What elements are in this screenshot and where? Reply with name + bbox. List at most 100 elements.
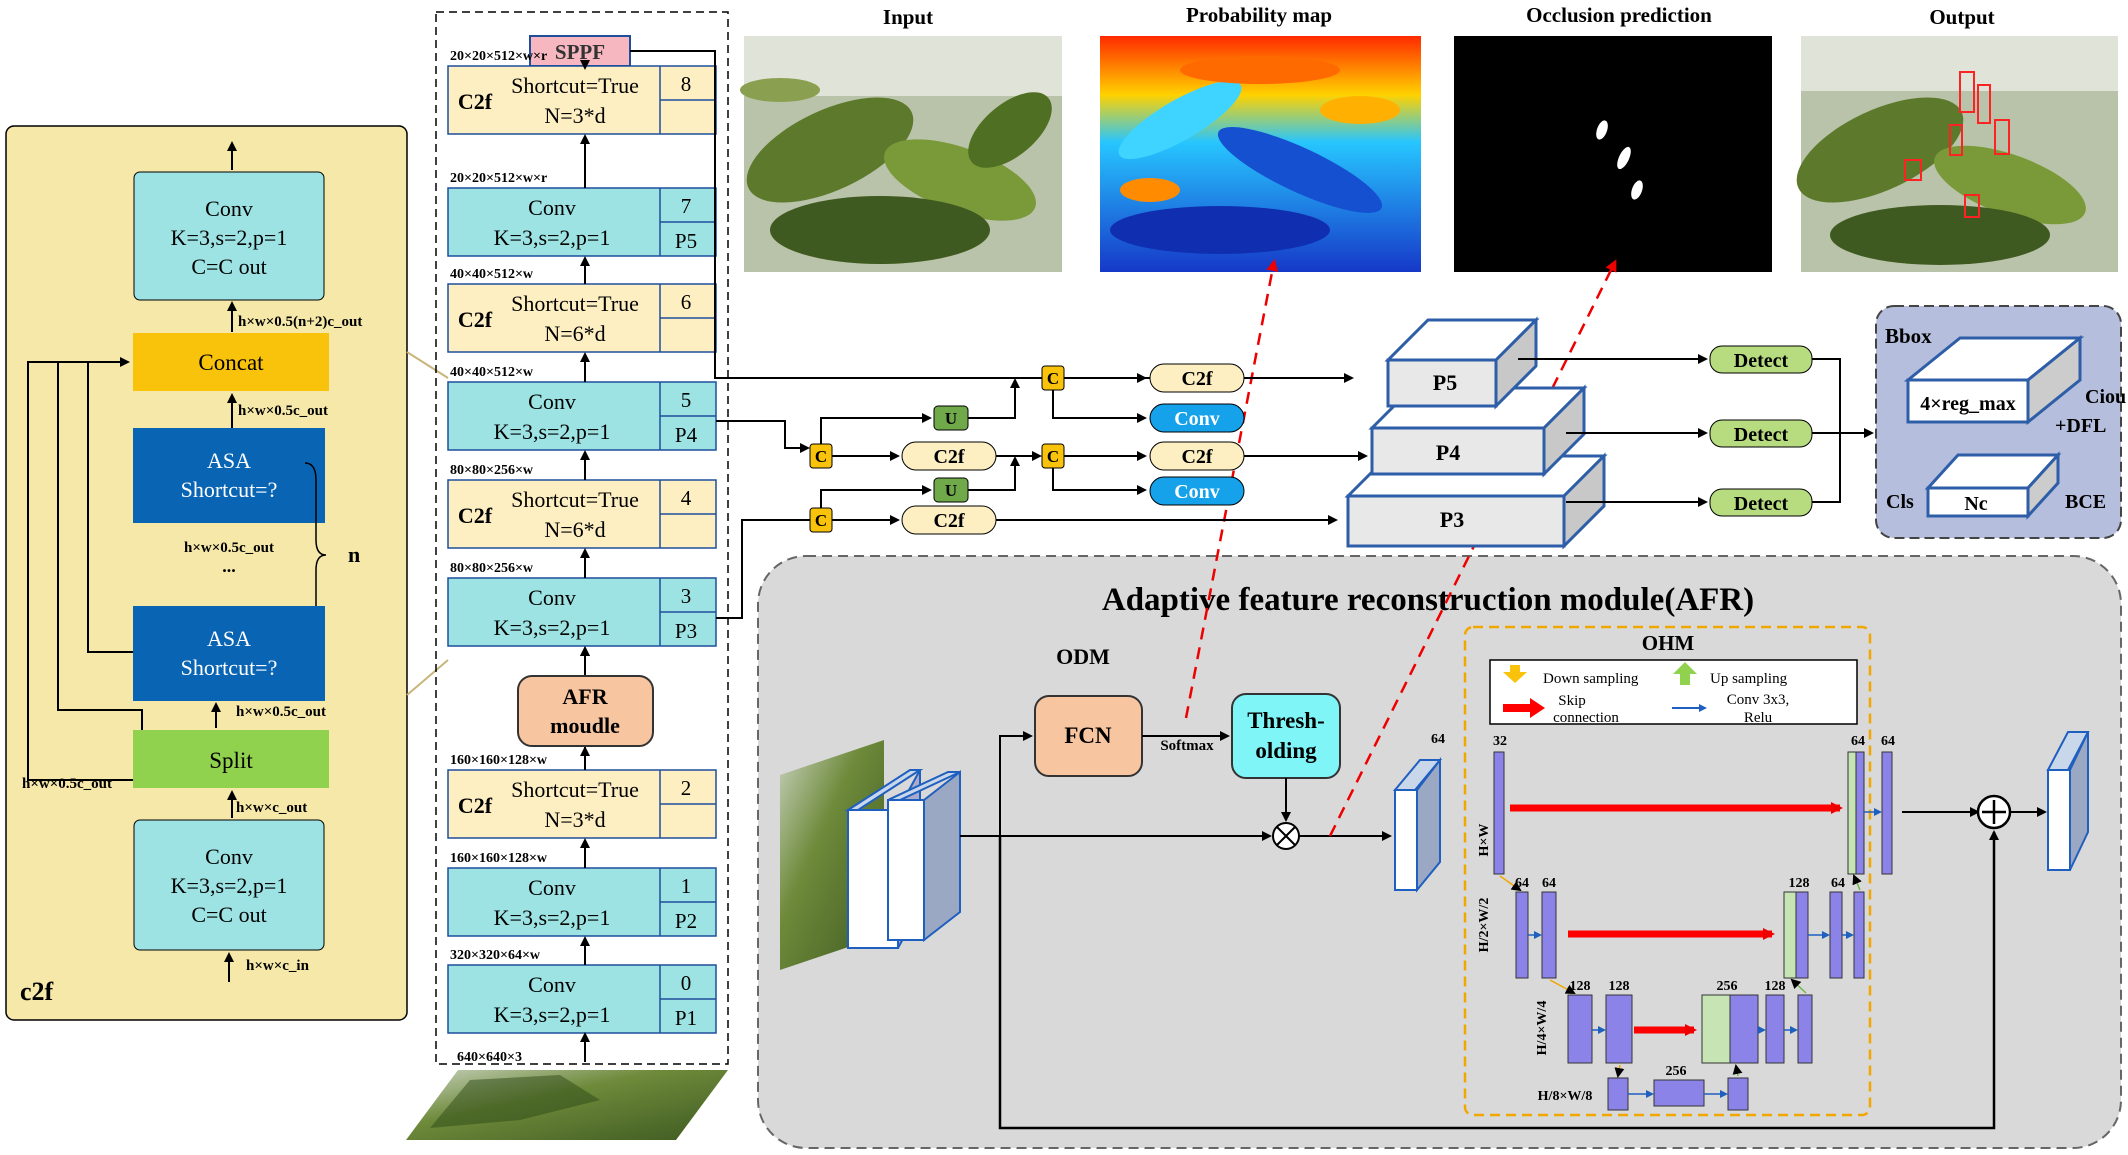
c2-to-u-arrow <box>820 413 932 444</box>
detect-2-label: Detect <box>1734 424 1789 446</box>
skip-connection-icon <box>1503 698 1545 718</box>
input-to-fcn-arrow <box>999 731 1033 838</box>
legend-up: Up sampling <box>1710 671 1788 687</box>
c2f-conv-bottom-l3: C=C out <box>191 902 266 927</box>
c2f-n-label: n <box>348 542 360 567</box>
thresh-l2: olding <box>1255 738 1317 763</box>
legend-conv-l2: Relu <box>1744 710 1773 726</box>
dfl-label: +DFL <box>2055 415 2106 437</box>
afr-module-box <box>517 675 654 747</box>
zoom-line-bottom <box>406 659 449 696</box>
c2f-label-split-out: h×w×0.5c_out <box>236 704 326 720</box>
neck-conv-1 <box>1149 403 1245 433</box>
c2f-asa-bottom-l1: ASA <box>207 626 251 651</box>
ch-64d: 64 <box>1851 734 1865 749</box>
bbox-cube-side <box>2026 334 2082 426</box>
stack-line-8-1: N=3*d <box>544 103 605 128</box>
c2f-conv-bottom <box>133 819 325 951</box>
u1-to-c1-arrow <box>968 378 1020 419</box>
feature-pyramid <box>1344 316 1608 550</box>
bbox-cube-front <box>1906 378 2030 424</box>
afr-mid-feature-cube <box>1392 757 1443 893</box>
c2f-label-top: h×w×0.5(n+2)c_out <box>238 314 362 330</box>
ch-256: 256 <box>1717 979 1738 994</box>
afr-input-feature-cube <box>844 769 961 949</box>
cls-cube-side <box>2026 451 2060 520</box>
c2f-label-input: h×w×c_in <box>246 958 310 974</box>
unet-l4-block-a <box>1607 1077 1629 1111</box>
stack-name-4: C2f <box>458 503 493 528</box>
unet-down-2 <box>1549 979 1576 994</box>
dim-hw8: H/8×W/8 <box>1538 1089 1593 1104</box>
c2f-panel: c2f Conv K=3,s=2,p=1 C=C out h×w×0.5(n+2… <box>5 125 408 1021</box>
neck-c2f-2-label: C2f <box>933 446 964 468</box>
stack-line-6-0: Shortcut=True <box>511 291 639 316</box>
unet-blocks <box>1493 751 1893 1111</box>
residual-line <box>998 830 1999 1130</box>
output-image <box>1796 36 2118 272</box>
stack-name-5: Conv <box>528 389 576 414</box>
neck-c2f-1-label: C2f <box>1181 368 1212 390</box>
unet-l3-block-b <box>1605 994 1633 1064</box>
multiply-icon <box>1272 822 1300 850</box>
unet-up-1 <box>1732 1064 1743 1077</box>
stack-size-label-7: 20×20×512×w×r <box>450 171 547 186</box>
stack-name-3: Conv <box>528 585 576 610</box>
ohm-frame <box>1463 625 1872 1117</box>
stack-line-5: K=3,s=2,p=1 <box>494 419 611 444</box>
c1-to-conv-arrow <box>1052 390 1147 423</box>
unet-d2-block-c <box>1853 891 1865 979</box>
input-image <box>740 36 1062 272</box>
stack-line-4-1: N=6*d <box>544 517 605 542</box>
ch-256b: 256 <box>1666 1064 1687 1079</box>
sppf-label: SPPF <box>555 40 605 64</box>
sppf-line <box>630 50 1045 379</box>
ch-64c: 64 <box>1831 876 1845 891</box>
bbox-label: Bbox <box>1885 324 1932 348</box>
c2f-concat <box>133 333 329 391</box>
c2f-label-split-left: h×w×0.5c_out <box>22 776 112 792</box>
unet-up-2 <box>1790 978 1807 994</box>
unet-d1-block-a <box>1855 751 1865 875</box>
c2f-conv-top <box>133 171 325 301</box>
stack-line-6-1: N=6*d <box>544 321 605 346</box>
stack-size-label-4: 80×80×256×w <box>450 463 534 478</box>
c2f-title: c2f <box>20 977 54 1006</box>
ch-128b: 128 <box>1609 979 1630 994</box>
bce-label: BCE <box>2065 491 2106 513</box>
c2f-label-concat-in: h×w×0.5c_out <box>238 403 328 419</box>
stack-size-label-0: 320×320×64×w <box>450 948 541 963</box>
softmax-label: Softmax <box>1160 738 1214 754</box>
unet-d1-concat-green <box>1847 751 1857 875</box>
unet-d3-block-c <box>1797 994 1813 1064</box>
neck-c2f-1 <box>1149 363 1245 393</box>
c2f-conv-top-l3: C=C out <box>191 254 266 279</box>
stack-line-0: K=3,s=2,p=1 <box>494 1002 611 1027</box>
stack-size-label-1: 160×160×128×w <box>450 851 548 866</box>
stack-name-0: Conv <box>528 972 576 997</box>
backbone-dashed-frame <box>435 11 729 1065</box>
stack-index-3: 3 <box>681 584 692 608</box>
unet-d2-block-a <box>1795 891 1809 979</box>
c2f-conv-bottom-l2: K=3,s=2,p=1 <box>171 873 288 898</box>
detect-1-label: Detect <box>1734 350 1789 372</box>
neck-conv-1-label: Conv <box>1174 408 1220 430</box>
afr-module-l2: moudle <box>550 713 620 738</box>
thresh-l1: Thresh- <box>1247 708 1325 733</box>
backbone-stack: 8C2fShortcut=TrueN=3*d20×20×512×w×r7P5Co… <box>447 49 717 1034</box>
afr-title: Adaptive feature reconstruction module(A… <box>1102 582 1754 618</box>
input-title: Input <box>883 5 933 29</box>
legend-skip-l1: Skip <box>1558 693 1586 709</box>
c2f-asa-top <box>133 428 325 523</box>
stack-index-0: 0 <box>681 971 692 995</box>
c2f-asa-top-l1: ASA <box>207 448 251 473</box>
c2f-bypass-mid <box>57 362 143 730</box>
ch-64a: 64 <box>1515 876 1529 891</box>
ch-128a: 128 <box>1570 979 1591 994</box>
unet-d1-block-b <box>1881 751 1893 875</box>
neck-c2f-4-label: C2f <box>933 510 964 532</box>
p3-label: P3 <box>1440 507 1464 532</box>
softmax-to-prob-map-dashed <box>1184 259 1279 719</box>
nc-label: Nc <box>1964 493 1987 515</box>
c2f-dots-label: h×w×0.5c_out <box>184 540 274 556</box>
